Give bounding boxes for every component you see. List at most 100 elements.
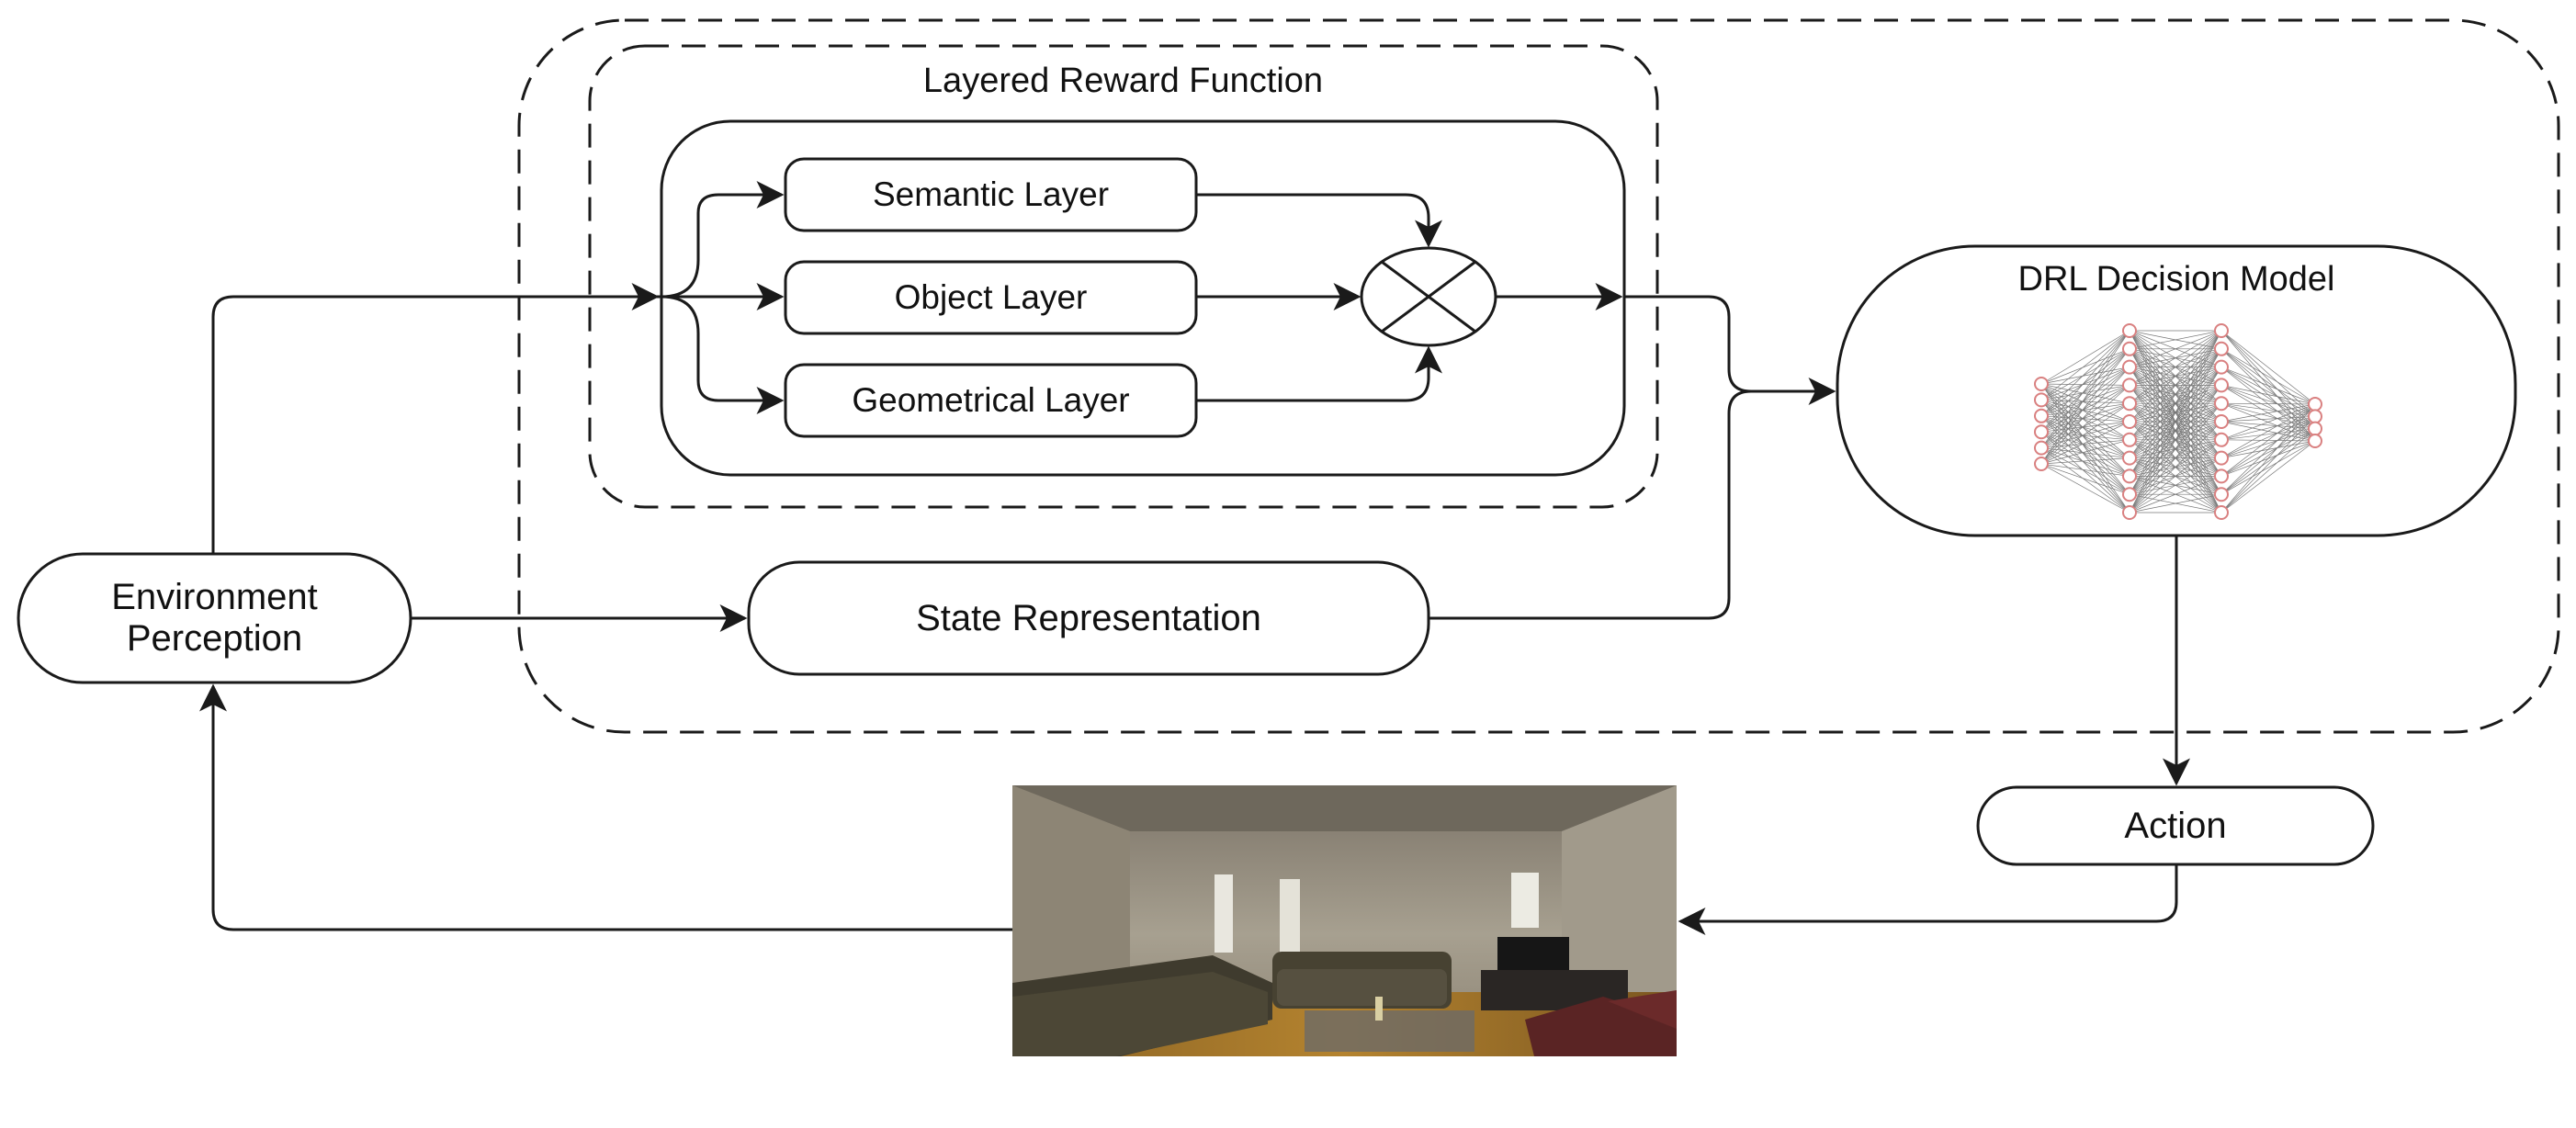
nn-connection xyxy=(2040,447,2130,495)
nn-connection xyxy=(2129,421,2222,513)
nn-connection xyxy=(2220,416,2316,458)
nn-connection xyxy=(2040,330,2130,448)
action-to-scene-line xyxy=(1678,864,2178,935)
nn-neuron xyxy=(2122,414,2137,429)
nn-neuron xyxy=(2122,341,2137,356)
nn-connection xyxy=(2220,348,2316,417)
fan-to-geometrical-layer xyxy=(661,295,785,414)
nn-connection xyxy=(2129,330,2222,350)
nn-connection xyxy=(2040,348,2130,417)
nn-connection xyxy=(2040,330,2130,433)
multiply-circle-icon xyxy=(1360,246,1497,347)
nn-neuron xyxy=(2122,359,2137,375)
nn-connection xyxy=(2220,440,2316,513)
nn-connection xyxy=(2040,385,2130,433)
nn-connection xyxy=(2040,431,2130,495)
drl-decision-model-title: DRL Decision Model xyxy=(2017,259,2335,299)
nn-connection xyxy=(2129,330,2222,477)
nn-neuron xyxy=(2214,378,2229,393)
env-to-reward-line xyxy=(211,283,660,554)
nn-connection xyxy=(2040,400,2130,423)
nn-neuron xyxy=(2122,450,2137,466)
nn-connection xyxy=(2129,330,2222,513)
nn-connection xyxy=(2129,476,2222,513)
reward-to-drl-line xyxy=(1624,295,1836,405)
nn-connection xyxy=(2040,348,2130,385)
semantic-layer-label: Semantic Layer xyxy=(872,175,1110,213)
nn-connection xyxy=(2040,400,2130,441)
nn-connection xyxy=(2220,403,2316,423)
nn-neuron xyxy=(2214,432,2229,447)
nn-connection xyxy=(2220,402,2316,430)
nn-neuron xyxy=(2122,468,2137,484)
nn-connection xyxy=(2040,463,2130,495)
nn-connection xyxy=(2040,385,2130,400)
state-to-drl-line xyxy=(1429,389,1752,620)
nn-connection xyxy=(2220,403,2316,441)
nn-neuron xyxy=(2034,392,2049,408)
scene-to-env-line xyxy=(199,683,1012,931)
nn-neuron xyxy=(2214,414,2229,429)
nn-connection xyxy=(2040,367,2130,417)
nn-connection xyxy=(2040,431,2130,513)
nn-connection xyxy=(2220,402,2316,417)
nn-connection xyxy=(2129,493,2222,513)
nn-connection xyxy=(2040,348,2130,433)
nn-connection xyxy=(2220,416,2316,513)
nn-connection xyxy=(2040,383,2130,423)
nn-connection xyxy=(2220,415,2316,423)
nn-connection xyxy=(2129,385,2222,513)
neural-network-icon xyxy=(2034,323,2322,520)
living-room-scene-image xyxy=(1012,785,1677,1056)
nn-connection xyxy=(2129,330,2222,423)
nn-neuron xyxy=(2214,359,2229,375)
nn-connection xyxy=(2040,348,2130,400)
nn-neuron xyxy=(2122,505,2137,520)
nn-connection xyxy=(2129,439,2222,513)
nn-neuron xyxy=(2122,323,2137,338)
nn-connection xyxy=(2129,330,2222,495)
nn-connection xyxy=(2220,367,2316,405)
nn-connection xyxy=(2040,415,2130,423)
nn-connection xyxy=(2129,367,2222,513)
nn-connection xyxy=(2040,415,2130,495)
nn-connection xyxy=(2040,385,2130,448)
nn-connection xyxy=(2040,400,2130,495)
environment-perception-line1: Environment xyxy=(111,577,318,618)
geometrical-layer-label: Geometrical Layer xyxy=(852,381,1130,419)
nn-connection xyxy=(2040,431,2130,477)
nn-neuron xyxy=(2308,397,2322,412)
nn-connection xyxy=(2040,402,2130,433)
nn-neuron xyxy=(2034,377,2049,391)
nn-neuron xyxy=(2214,468,2229,484)
nn-connection xyxy=(2220,415,2316,441)
nn-connection xyxy=(2220,367,2316,429)
nn-connection xyxy=(2129,330,2222,458)
environment-perception-label: Environment Perception xyxy=(18,554,411,682)
nn-connection xyxy=(2220,428,2316,513)
nn-connection xyxy=(2040,415,2130,513)
nn-connection xyxy=(2040,421,2130,433)
nn-connection xyxy=(2220,428,2316,441)
nn-connection xyxy=(2040,385,2130,417)
nn-connection xyxy=(2220,403,2316,495)
nn-connection xyxy=(2220,416,2316,477)
nn-connection xyxy=(2040,431,2130,458)
nn-connection xyxy=(2040,367,2130,400)
nn-connection xyxy=(2040,383,2130,386)
nn-connection xyxy=(2129,457,2222,513)
nn-connection xyxy=(2040,447,2130,477)
nn-connection xyxy=(2040,439,2130,448)
nn-connection xyxy=(2220,428,2316,495)
nn-neuron xyxy=(2214,396,2229,412)
nn-connection xyxy=(2040,415,2130,477)
nn-neuron xyxy=(2214,487,2229,502)
nn-connection xyxy=(2040,383,2130,404)
nn-neuron xyxy=(2122,396,2137,412)
nn-connection xyxy=(2220,330,2316,429)
nn-connection xyxy=(2220,385,2316,417)
nn-connection xyxy=(2129,348,2222,513)
nn-connection xyxy=(2040,431,2130,441)
